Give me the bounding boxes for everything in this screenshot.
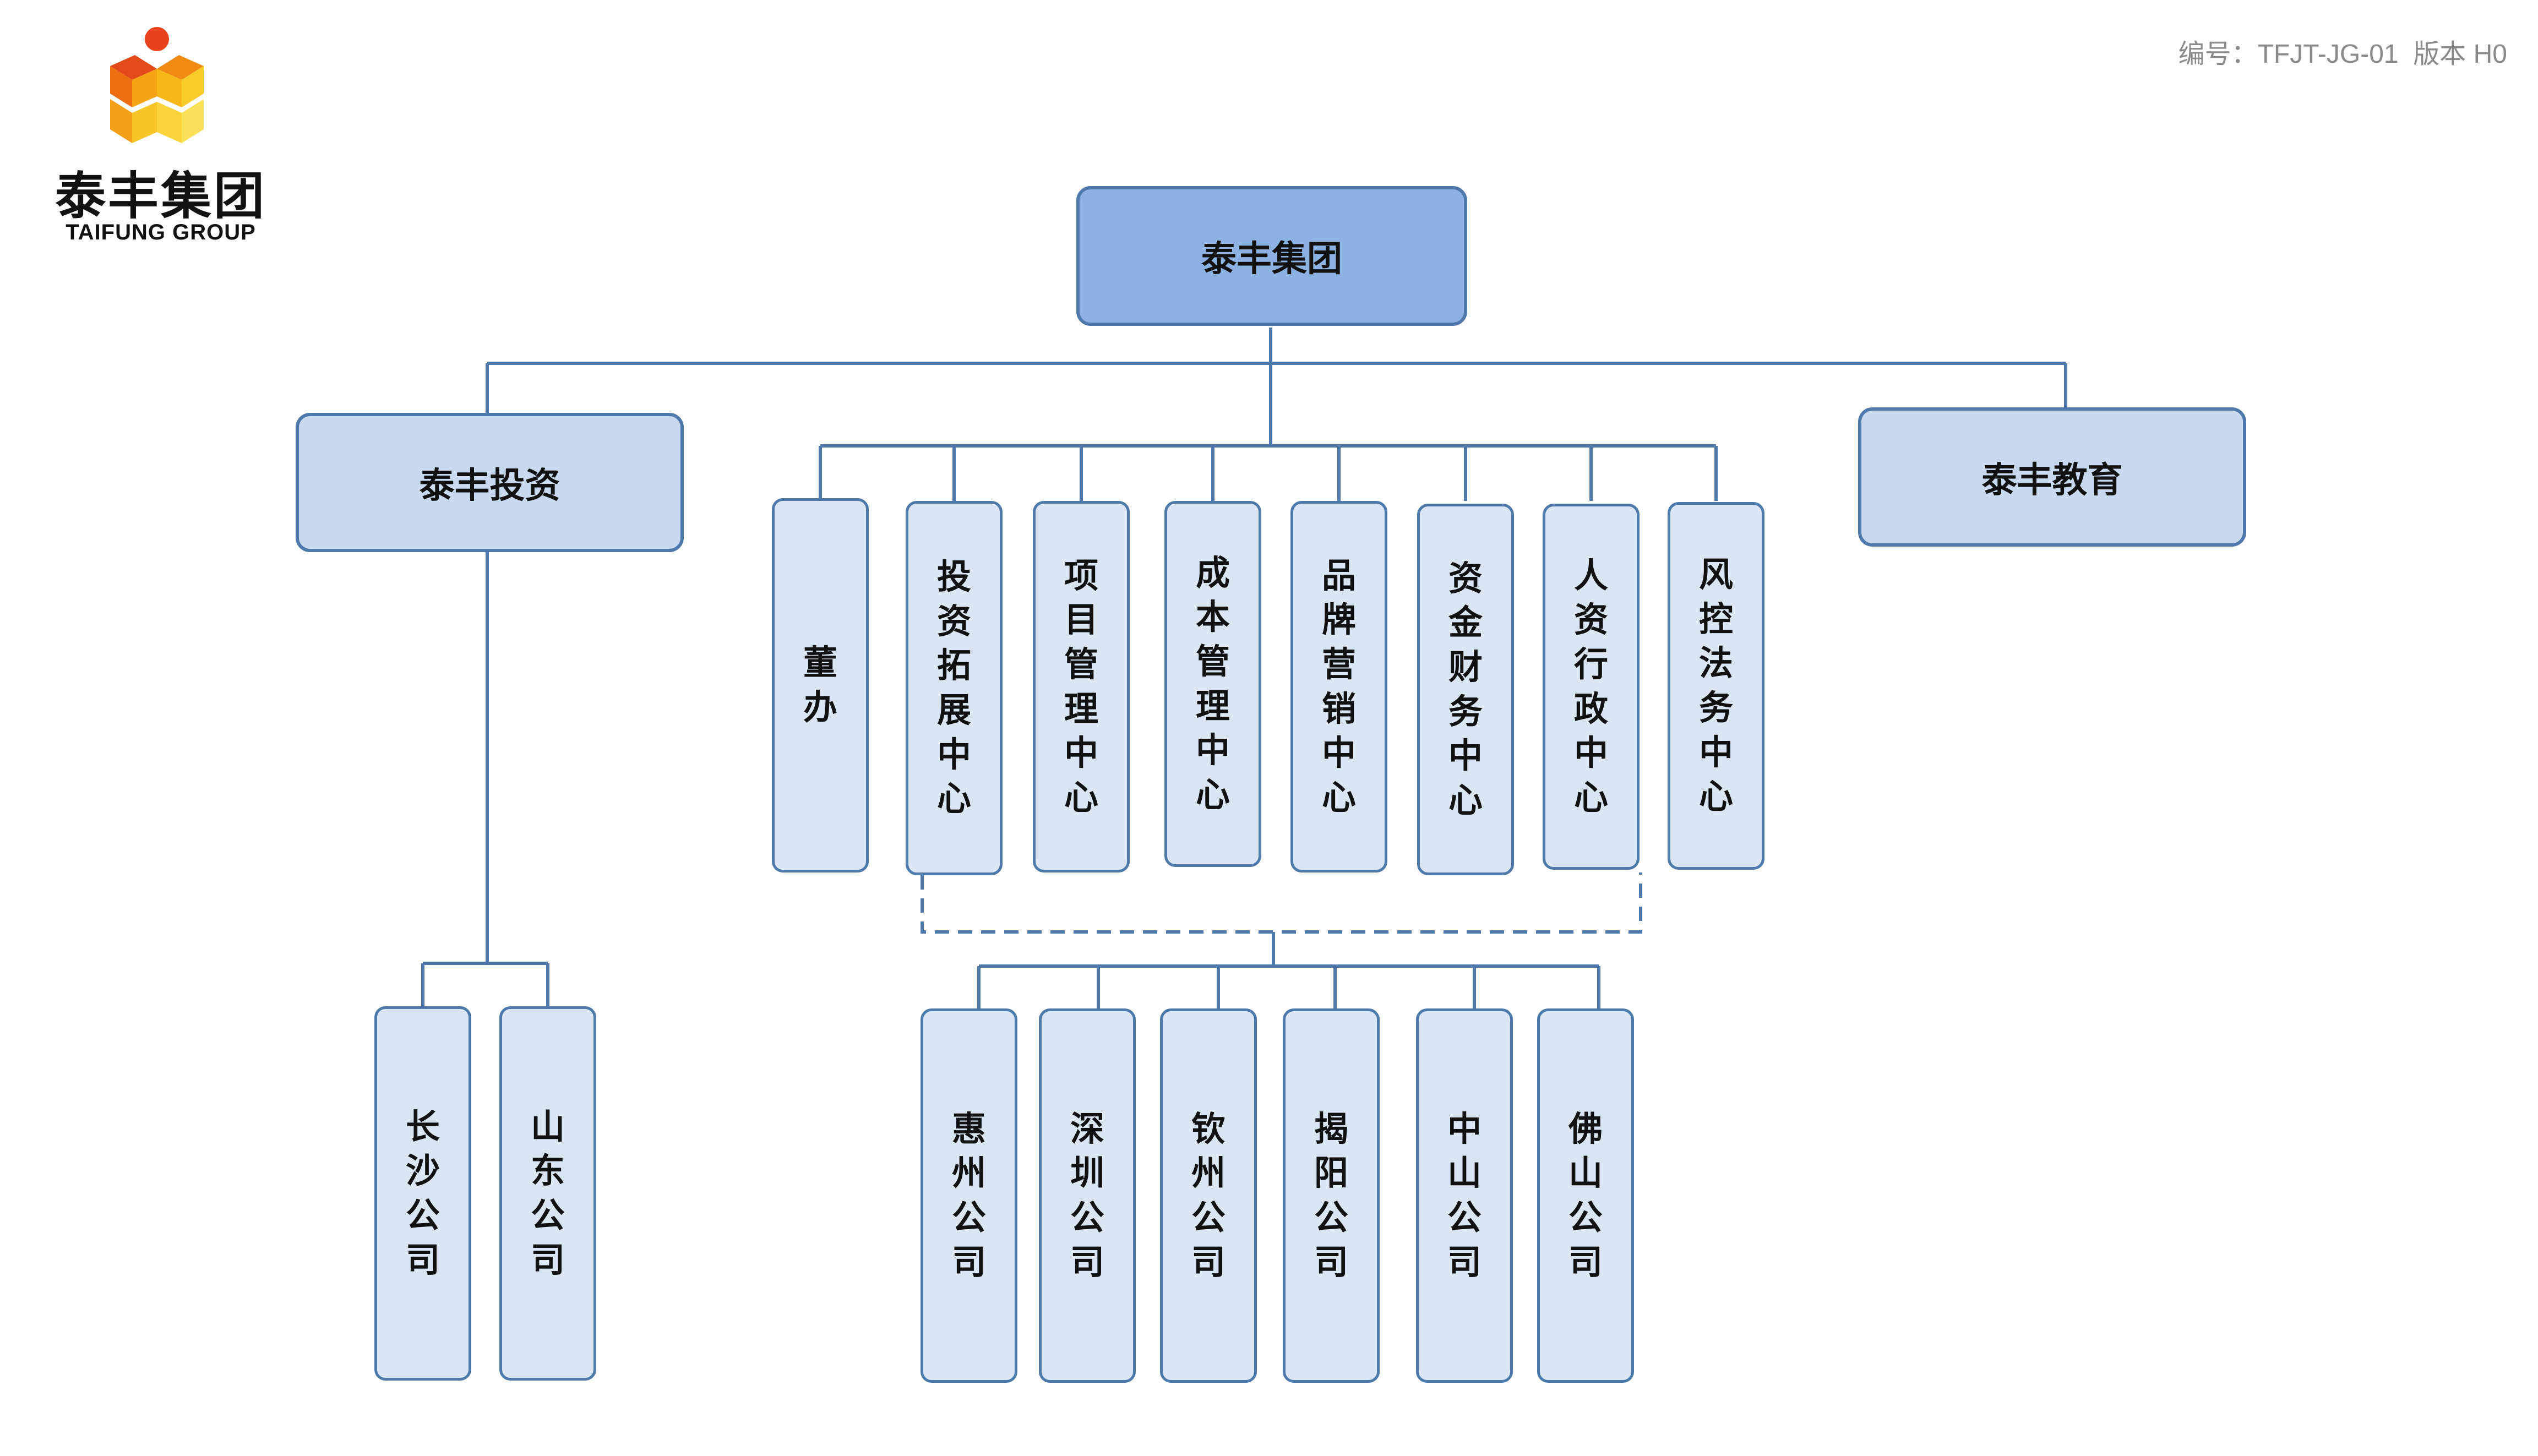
department-box-label: 成本管理中心 — [1195, 552, 1230, 815]
city-company-box: 中山公司 — [1416, 1008, 1513, 1383]
node-taifung-education: 泰丰教育 — [1858, 407, 2246, 547]
subsidiary-box: 长沙公司 — [374, 1006, 471, 1381]
department-box-label: 人资行政中心 — [1573, 555, 1608, 817]
department-box: 成本管理中心 — [1164, 501, 1261, 867]
logo-chinese-name: 泰丰集团 — [55, 167, 266, 226]
city-company-box-label: 惠州公司 — [951, 1108, 986, 1282]
city-company-box-label: 深圳公司 — [1070, 1108, 1104, 1282]
city-company-box: 深圳公司 — [1039, 1008, 1136, 1383]
city-company-box: 惠州公司 — [921, 1008, 1017, 1383]
city-company-box: 佛山公司 — [1537, 1008, 1634, 1383]
logo-english-name: TAIFUNG GROUP — [66, 220, 256, 244]
subsidiary-box: 山东公司 — [499, 1006, 596, 1381]
department-box: 品牌营销中心 — [1290, 501, 1387, 872]
department-box: 投资拓展中心 — [906, 501, 1003, 875]
city-company-box: 钦州公司 — [1160, 1008, 1257, 1383]
taifung-logo-icon — [110, 27, 204, 143]
document-code: 编号：TFJT-JG-01 版本 H0 — [2178, 40, 2507, 69]
city-company-box-label: 中山公司 — [1447, 1108, 1482, 1282]
department-box: 资金财务中心 — [1417, 504, 1514, 875]
department-box-label: 董办 — [803, 642, 837, 727]
city-company-box-label: 钦州公司 — [1191, 1108, 1226, 1282]
city-company-box-label: 佛山公司 — [1568, 1108, 1603, 1282]
department-box-label: 项目管理中心 — [1064, 555, 1098, 817]
subsidiary-box-label: 山东公司 — [530, 1106, 565, 1280]
department-box-label: 资金财务中心 — [1448, 558, 1483, 820]
city-company-box: 揭阳公司 — [1283, 1008, 1380, 1383]
city-company-box-label: 揭阳公司 — [1314, 1108, 1348, 1282]
department-box-label: 风控法务中心 — [1698, 554, 1733, 817]
department-box: 董办 — [772, 498, 869, 872]
node-taifung-investment: 泰丰投资 — [296, 413, 684, 552]
subsidiary-box-label: 长沙公司 — [405, 1106, 440, 1280]
department-box: 项目管理中心 — [1033, 501, 1130, 872]
department-box: 风控法务中心 — [1668, 502, 1764, 870]
department-box-label: 品牌营销中心 — [1321, 555, 1356, 817]
department-box: 人资行政中心 — [1543, 504, 1640, 870]
root-node-taifung-group: 泰丰集团 — [1076, 186, 1467, 326]
department-box-label: 投资拓展中心 — [936, 557, 971, 819]
